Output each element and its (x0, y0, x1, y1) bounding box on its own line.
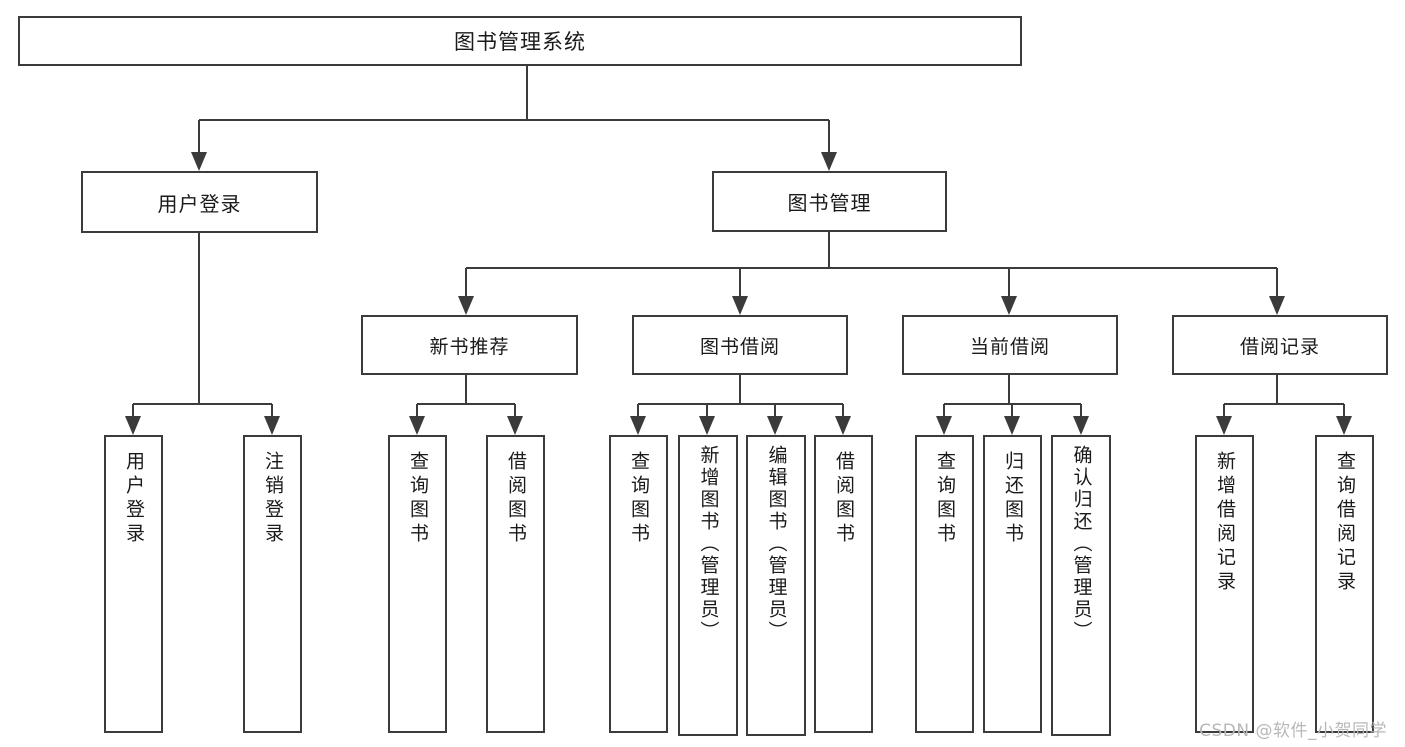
connector-arrowhead (732, 296, 748, 315)
node-level1-0[interactable]: 用户登录 (81, 171, 318, 233)
leaf-group-stem (739, 375, 741, 404)
connector-arrowhead (264, 416, 280, 435)
connector-arrowhead (409, 416, 425, 435)
node-label: 归还图书 (1002, 451, 1024, 547)
node-level2-1[interactable]: 图书借阅 (632, 315, 848, 375)
node-root-system[interactable]: 图书管理系统 (18, 16, 1022, 66)
node-leaf-0[interactable]: 用户登录 (104, 435, 163, 733)
node-leaf-6[interactable]: 编辑图书（管理员） (746, 435, 806, 736)
node-label: 查询图书 (407, 451, 429, 547)
leaf-group-bar (133, 403, 272, 405)
node-label: 用户登录 (123, 451, 145, 547)
connector-arrow-shaft (132, 404, 134, 416)
node-label: 借阅图书 (505, 451, 527, 547)
leaf-group-bar (638, 403, 843, 405)
node-leaf-4[interactable]: 查询图书 (609, 435, 668, 733)
node-level2-2[interactable]: 当前借阅 (902, 315, 1118, 375)
connector-arrowhead (191, 152, 207, 171)
connector-arrow-shaft (1343, 404, 1345, 416)
node-leaf-5[interactable]: 新增图书（管理员） (678, 435, 738, 736)
connector-arrow-shaft (1008, 268, 1010, 296)
connector-arrow-shaft (1080, 404, 1082, 416)
node-leaf-9[interactable]: 归还图书 (983, 435, 1042, 733)
connector-arrow-shaft (514, 404, 516, 416)
node-label: 查询图书 (934, 451, 956, 547)
node-label: 新书推荐 (429, 335, 510, 358)
connector-arrow-shaft (828, 120, 830, 152)
connector-arrowhead (1073, 416, 1089, 435)
node-leaf-8[interactable]: 查询图书 (915, 435, 974, 733)
connector-arrowhead (125, 416, 141, 435)
node-label: 当前借阅 (969, 335, 1050, 358)
node-leaf-12[interactable]: 查询借阅记录 (1315, 435, 1374, 733)
node-label: 编辑图书（管理员） (765, 445, 788, 643)
connector-arrowhead (821, 152, 837, 171)
connector-arrowhead (630, 416, 646, 435)
node-label: 新增借阅记录 (1214, 451, 1236, 595)
node-label: 借阅记录 (1239, 335, 1320, 358)
leaf-group-bar (1224, 403, 1344, 405)
connector-arrow-shaft (198, 120, 200, 152)
connector-arrowhead (1216, 416, 1232, 435)
connector-arrowhead (507, 416, 523, 435)
leaf-group-stem (1008, 375, 1010, 404)
level1-bar (199, 119, 829, 121)
watermark-label: CSDN @软件_小贺同学 (1199, 721, 1387, 741)
connector-arrow-shaft (774, 404, 776, 416)
connector-arrow-shaft (1223, 404, 1225, 416)
node-label: 图书管理 (787, 191, 872, 215)
books-stem (828, 232, 830, 268)
connector-arrowhead (699, 416, 715, 435)
connector-arrow-shaft (842, 404, 844, 416)
node-leaf-3[interactable]: 借阅图书 (486, 435, 545, 733)
connector-arrow-shaft (271, 404, 273, 416)
leaf-group-bar (417, 403, 515, 405)
node-leaf-11[interactable]: 新增借阅记录 (1195, 435, 1254, 733)
connector-arrowhead (458, 296, 474, 315)
connector-arrow-shaft (1011, 404, 1013, 416)
node-level2-3[interactable]: 借阅记录 (1172, 315, 1388, 375)
root-stem (526, 66, 528, 120)
node-leaf-2[interactable]: 查询图书 (388, 435, 447, 733)
connector-arrow-shaft (465, 268, 467, 296)
connector-arrowhead (936, 416, 952, 435)
node-label: 借阅图书 (833, 451, 855, 547)
leaf-group-stem (1276, 375, 1278, 404)
leaf-group-stem (198, 233, 200, 404)
connector-arrow-shaft (637, 404, 639, 416)
connector-arrowhead (835, 416, 851, 435)
node-level2-0[interactable]: 新书推荐 (361, 315, 578, 375)
node-leaf-10[interactable]: 确认归还（管理员） (1051, 435, 1111, 736)
connector-arrow-shaft (416, 404, 418, 416)
connector-arrowhead (1004, 416, 1020, 435)
node-label: 查询图书 (628, 451, 650, 547)
level2-bar (466, 267, 1277, 269)
connector-arrowhead (1269, 296, 1285, 315)
connector-arrowhead (767, 416, 783, 435)
node-label: 新增图书（管理员） (697, 445, 720, 643)
leaf-group-stem (465, 375, 467, 404)
connector-arrow-shaft (1276, 268, 1278, 296)
node-label: 图书管理系统 (454, 30, 586, 54)
connector-arrow-shaft (739, 268, 741, 296)
node-label: 确认归还（管理员） (1070, 445, 1093, 643)
connector-arrowhead (1001, 296, 1017, 315)
node-label: 查询借阅记录 (1334, 451, 1356, 595)
node-level1-1[interactable]: 图书管理 (712, 171, 947, 232)
connector-arrow-shaft (706, 404, 708, 416)
node-label: 用户登录 (157, 191, 242, 216)
connector-arrow-shaft (943, 404, 945, 416)
node-leaf-7[interactable]: 借阅图书 (814, 435, 873, 733)
connector-arrowhead (1336, 416, 1352, 435)
node-leaf-1[interactable]: 注销登录 (243, 435, 302, 733)
node-label: 注销登录 (262, 451, 284, 547)
node-label: 图书借阅 (699, 335, 780, 358)
